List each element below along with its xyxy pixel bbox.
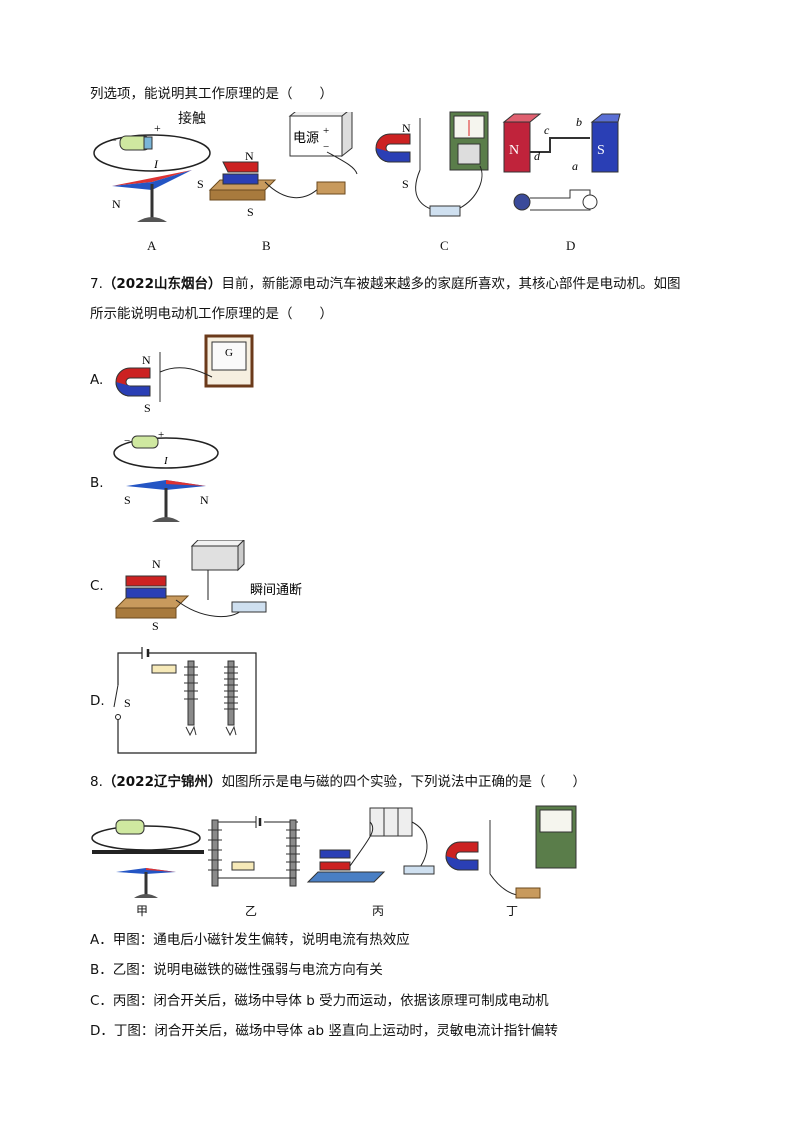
q8-label-jia: 甲 xyxy=(136,904,149,918)
svg-text:N: N xyxy=(402,121,411,135)
q8-figure-ding xyxy=(445,805,577,899)
svg-text:b: b xyxy=(576,115,582,129)
q7-figure-b: + − I S N xyxy=(113,429,219,522)
q8-figure-jia xyxy=(91,819,204,898)
q7-line1: 7.（2022山东烟台）目前，新能源电动汽车被越来越多的家庭所喜欢，其核心部件是… xyxy=(90,276,681,292)
svg-text:N: N xyxy=(200,493,209,507)
svg-text:S: S xyxy=(124,493,131,507)
svg-text:N: N xyxy=(112,197,121,211)
svg-text:S: S xyxy=(197,177,204,191)
q8-stem: 8.（2022辽宁锦州）如图所示是电与磁的四个实验，下列说法中正确的是（ ） xyxy=(90,774,586,790)
q6-figure-a: + − I N S xyxy=(93,121,211,222)
svg-text:+: + xyxy=(158,429,164,441)
q7-option-c-label: C. xyxy=(90,578,104,594)
svg-text:+: + xyxy=(323,125,329,137)
svg-text:S: S xyxy=(247,205,254,219)
svg-text:a: a xyxy=(572,159,578,173)
q7-option-b-label: B. xyxy=(90,475,104,491)
q8-option-b: B．乙图：说明电磁铁的磁性强弱与电流方向有关 xyxy=(90,962,383,978)
svg-text:S: S xyxy=(124,696,131,710)
q6-figure-d: N S c b d a xyxy=(502,113,621,211)
svg-text:I: I xyxy=(163,455,169,467)
svg-text:N: N xyxy=(245,149,254,163)
svg-text:S: S xyxy=(144,401,151,415)
q6-label-a: A xyxy=(147,238,157,253)
q8-label-bing: 丙 xyxy=(372,904,385,918)
svg-text:−: − xyxy=(323,141,329,153)
svg-text:S: S xyxy=(152,619,159,632)
svg-text:S: S xyxy=(402,177,409,191)
svg-text:N: N xyxy=(142,353,151,367)
svg-text:N: N xyxy=(152,557,161,571)
svg-text:d: d xyxy=(534,149,541,163)
q8-figures xyxy=(91,805,577,899)
q7-line2: 所示能说明电动机工作原理的是（ ） xyxy=(90,306,333,322)
q8-option-c: C．丙图：闭合开关后，磁场中导体 b 受力而运动，依据该原理可制成电动机 xyxy=(90,993,549,1009)
q8-option-a: A．甲图：通电后小磁针发生偏转，说明电流有热效应 xyxy=(90,932,410,948)
q7-figure-c: N S 瞬间通断 xyxy=(114,540,302,632)
q6-label-c: C xyxy=(440,238,449,253)
q8-figure-bing xyxy=(306,807,435,883)
q7-figure-d: S xyxy=(113,647,257,754)
q6-figure-b: 电源 + − N S xyxy=(208,112,358,219)
svg-text:N: N xyxy=(509,143,519,158)
q7-option-d-label: D. xyxy=(90,693,105,709)
contact-label: 接触 xyxy=(178,111,206,127)
minus-sign: − xyxy=(110,133,117,147)
q8-figure-yi xyxy=(208,816,300,887)
svg-text:c: c xyxy=(544,123,550,137)
svg-text:S: S xyxy=(597,143,605,158)
q6-stem: 列选项，能说明其工作原理的是（ ） xyxy=(90,86,333,102)
q8-label-ding: 丁 xyxy=(506,904,519,918)
q8-option-d: D．丁图：闭合开关后，磁场中导体 ab 竖直向上运动时，灵敏电流计指针偏转 xyxy=(90,1023,558,1039)
svg-text:I: I xyxy=(153,157,159,171)
q6-label-b: B xyxy=(262,238,271,253)
q6-label-d: D xyxy=(566,238,576,253)
svg-text:电源: 电源 xyxy=(293,131,319,146)
svg-text:G: G xyxy=(225,347,233,359)
q7-option-a-label: A. xyxy=(90,372,104,388)
q6-figure-c: N S xyxy=(375,111,489,217)
plus-sign: + xyxy=(154,121,161,135)
svg-text:−: − xyxy=(124,435,130,447)
instant-switch-label: 瞬间通断 xyxy=(250,583,302,598)
q8-label-yi: 乙 xyxy=(245,904,258,918)
q7-figure-a: G N S xyxy=(115,334,254,415)
